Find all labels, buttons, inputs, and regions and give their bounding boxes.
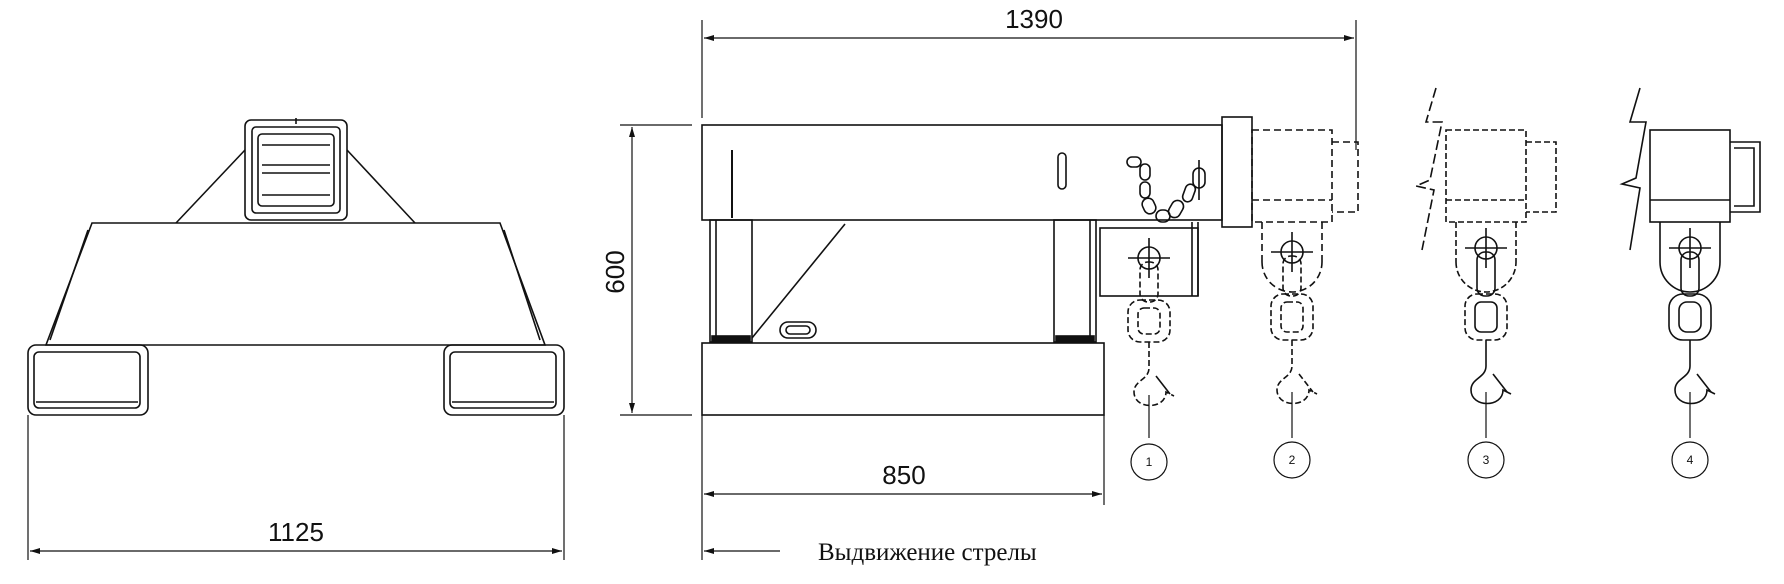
side-view <box>620 20 1357 560</box>
boom-end-plate <box>1221 116 1253 228</box>
boom-position-3 <box>1413 87 1557 293</box>
post-right <box>1053 219 1097 343</box>
extended-boom-phantom <box>1251 129 1359 293</box>
caption-boom-extension: Выдвижение стрелы <box>818 539 1037 566</box>
callout-3: 3 <box>1483 453 1490 467</box>
post-left <box>709 219 753 343</box>
callout-2: 2 <box>1289 453 1296 467</box>
safety-chain <box>1126 156 1206 223</box>
brace-right <box>346 149 416 224</box>
brace-left <box>175 149 246 224</box>
callout-1: 1 <box>1146 455 1153 469</box>
boom-position-4 <box>1619 87 1761 293</box>
front-view <box>27 118 565 560</box>
hook-2 <box>1270 232 1318 479</box>
dim-label-height: 600 <box>600 250 630 293</box>
boom-body <box>44 222 547 346</box>
hook-1 <box>1127 238 1175 481</box>
dim-label-total-length: 1390 <box>1005 4 1063 34</box>
dim-label-width: 1125 <box>268 517 324 547</box>
base-frame <box>701 342 1105 416</box>
fork-pocket-right <box>443 344 565 416</box>
fork-pocket-left <box>27 344 149 416</box>
boom-beam <box>701 124 1223 221</box>
hook-3 <box>1464 228 1512 479</box>
dim-label-base-length: 850 <box>882 460 925 490</box>
hook-4 <box>1668 228 1716 479</box>
callout-4: 4 <box>1687 453 1694 467</box>
mast-head <box>244 118 348 221</box>
